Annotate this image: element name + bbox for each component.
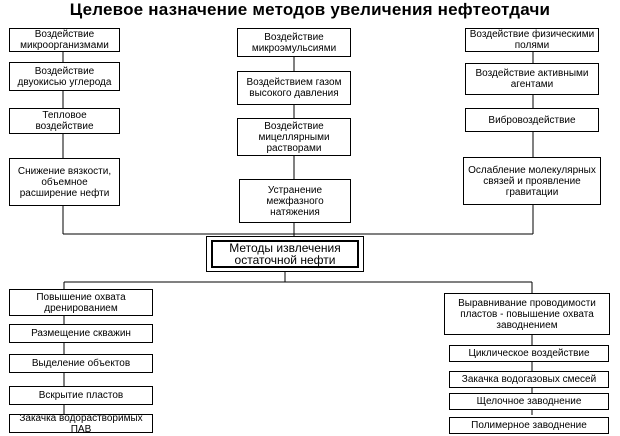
box-micellar-solutions: Воздействие мицеллярными растворами	[237, 118, 351, 156]
box-vibration: Вибровоздействие	[465, 108, 599, 132]
box-surfactant-injection: Закачка водорастворимых ПАВ	[9, 414, 153, 433]
box-physical-fields: Воздействие физическими полями	[465, 28, 599, 52]
box-active-agents: Воздействие активными агентами	[465, 63, 599, 95]
box-carbon-dioxide: Воздействие двуокисью углерода	[9, 62, 120, 91]
box-well-placement: Размещение скважин	[9, 324, 153, 343]
box-microemulsions: Воздействие микроэмульсиями	[237, 28, 351, 57]
box-water-gas-injection: Закачка водогазовых смесей	[449, 371, 609, 388]
box-viscosity-reduction: Снижение вязкости, объемное расширение н…	[9, 158, 120, 206]
box-interfacial-tension: Устранение межфазного натяжения	[239, 179, 351, 223]
box-molecular-bonds: Ослабление молекулярных связей и проявле…	[463, 157, 601, 205]
box-high-pressure-gas: Воздействием газом высокого давления	[237, 71, 351, 105]
center-box: Методы извлечения остаточной нефти	[211, 240, 359, 268]
box-permeability-leveling: Выравнивание проводимости пластов - повы…	[444, 293, 610, 335]
diagram-title: Целевое назначение методов увеличения не…	[69, 0, 551, 19]
box-reservoir-opening: Вскрытие пластов	[9, 386, 153, 405]
box-cyclic-stimulation: Циклическое воздействие	[449, 345, 609, 362]
box-alkaline-flooding: Щелочное заводнение	[449, 393, 609, 410]
box-microorganisms: Воздействие микроорганизмами	[9, 28, 120, 52]
box-object-selection: Выделение объектов	[9, 354, 153, 373]
box-drainage-coverage: Повышение охвата дренированием	[9, 289, 153, 316]
box-thermal: Тепловое воздействие	[9, 108, 120, 134]
box-polymer-flooding: Полимерное заводнение	[449, 417, 609, 434]
